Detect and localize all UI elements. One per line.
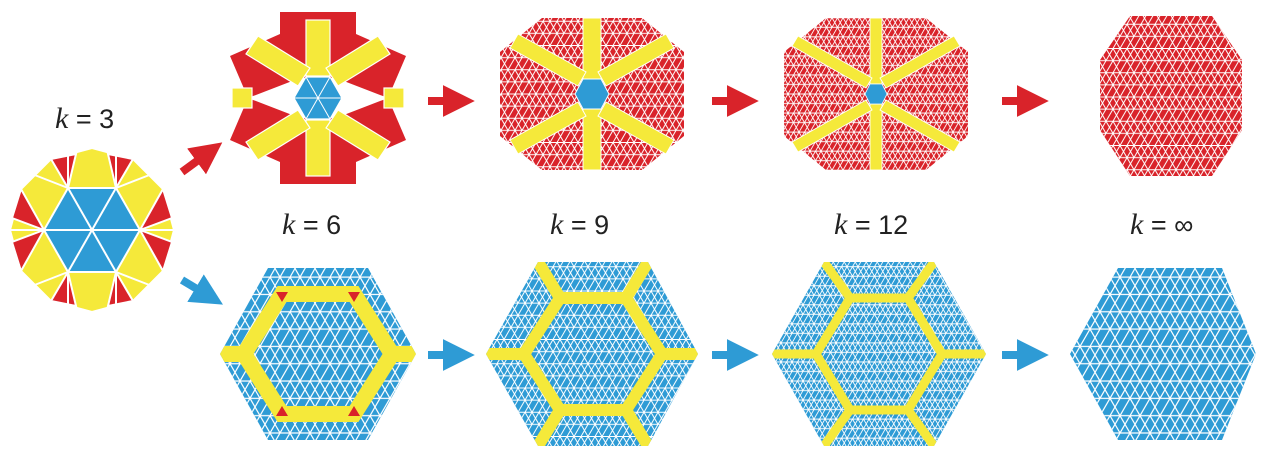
k6-blue-hexagon-tiling [220, 268, 416, 440]
arrow-down-blue [179, 274, 223, 305]
kinf-red-hexagon-tiling [1100, 16, 1242, 176]
label-k9: k = 9 [550, 208, 609, 241]
label-kinf: k = ∞ [1130, 208, 1193, 241]
k6-red-flower-tiling [230, 12, 406, 184]
k3-dodecagon-tiling [8, 146, 176, 314]
kinf-blue-hexagon-tiling [1070, 268, 1256, 440]
label-k12: k = 12 [834, 208, 908, 241]
k12-blue-hexagon-tiling [772, 262, 986, 446]
k3-red-triangles [10, 152, 174, 308]
k9-red-flower-tiling [500, 17, 684, 171]
label-k6: k = 6 [282, 208, 341, 241]
k12-red-flower-tiling [784, 17, 968, 171]
arrow-up-red [179, 142, 223, 176]
label-k3: k = 3 [55, 102, 114, 135]
k9-blue-hexagon-tiling [486, 262, 698, 446]
